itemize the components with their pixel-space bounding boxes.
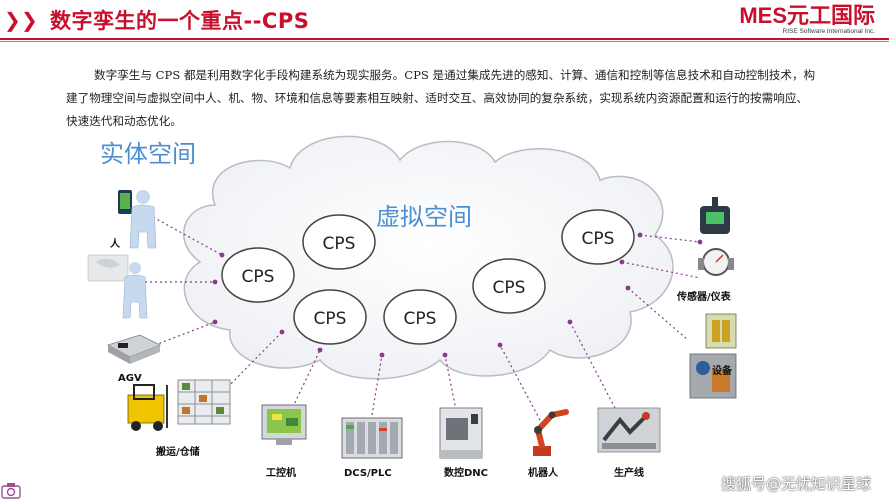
person-label: 人: [110, 237, 121, 250]
production-line-label: 生产线: [614, 466, 644, 479]
plc-icon: [341, 417, 403, 459]
robot-label: 机器人: [528, 466, 559, 479]
slide-header: ❯ ❯ 数字孪生的一个重点--CPS MES元工国际 RISE Software…: [0, 0, 889, 44]
cps-node: CPS: [561, 209, 635, 265]
cnc-label: 数控DNC: [444, 466, 488, 479]
gauge-icon: [698, 248, 734, 276]
header-rule-thin: [0, 41, 889, 42]
industrial-pc-label: 工控机: [266, 466, 296, 479]
cps-node-label: CPS: [493, 278, 526, 298]
sensor-icon: [700, 197, 730, 234]
connector-line: [209, 331, 283, 406]
camera-icon: [1, 483, 21, 499]
connector-line: [499, 344, 541, 421]
logo-text: MES元工国际: [739, 3, 875, 28]
connector-line: [639, 234, 701, 243]
connector-line: [627, 287, 689, 341]
person-with-screen-icon: [87, 254, 148, 319]
warehouse-label: 搬运/仓储: [156, 445, 200, 458]
intro-paragraph: 数字孪生与 CPS 都是利用数字化手段构建系统为现实服务。CPS 是通过集成先进…: [66, 68, 816, 128]
person-icon: [118, 190, 157, 249]
cps-node: CPS: [383, 289, 457, 345]
cnc-machine-icon: [439, 407, 483, 459]
forklift-warehouse-icon: [127, 379, 231, 431]
connector-dots: [212, 232, 703, 358]
cps-node: CPS: [293, 289, 367, 345]
plc-label: DCS/PLC: [344, 468, 392, 479]
cps-node-label: CPS: [314, 309, 347, 329]
virtual-space-label: 虚拟空间: [376, 203, 472, 231]
cps-node-label: CPS: [242, 267, 275, 287]
agv-label: AGV: [118, 373, 142, 384]
cps-node: CPS: [472, 258, 546, 314]
chevron-right-icon: ❯: [4, 8, 21, 32]
sensor-label: 传感器/仪表: [676, 290, 732, 303]
cps-node-label: CPS: [582, 229, 615, 249]
equipment-icon: [689, 313, 737, 399]
header-rule: [0, 38, 889, 40]
connector-line: [149, 321, 216, 348]
logo-subtitle: RISE Software International Inc.: [782, 28, 876, 35]
chevron-right-icon: ❯: [21, 8, 38, 32]
production-line-icon: [597, 407, 661, 453]
physical-space-label: 实体空间: [100, 140, 196, 168]
cps-node: CPS: [302, 214, 376, 270]
slide-title: 数字孪生的一个重点--CPS: [50, 9, 310, 33]
equipment-label: 设备: [712, 364, 733, 377]
cps-node-label: CPS: [404, 309, 437, 329]
connector-line: [371, 354, 383, 416]
watermark: 搜狐号@无忧知识星球: [720, 475, 871, 493]
robot-arm-icon: [533, 409, 569, 456]
agv-icon: [106, 334, 161, 364]
industrial-pc-icon: [261, 404, 307, 445]
connector-line: [621, 261, 701, 279]
connector-line: [569, 321, 616, 409]
cps-node-label: CPS: [323, 234, 356, 254]
company-logo: MES元工国际 RISE Software International Inc.: [739, 4, 875, 36]
cps-node: CPS: [221, 247, 295, 303]
